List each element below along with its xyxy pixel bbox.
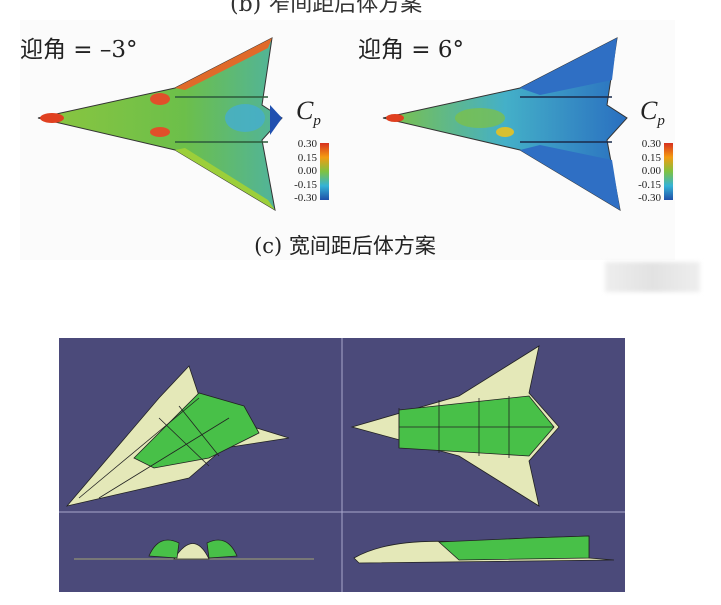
colorbar-left: [320, 143, 329, 200]
aircraft-contour-aoa-neg3: [37, 37, 283, 211]
figure-caption: (c) 宽间距后体方案: [254, 234, 436, 258]
cp-label-left: Cp: [296, 96, 321, 130]
tick: 0.00: [297, 165, 317, 177]
tick: -0.30: [294, 192, 317, 204]
cp-label-right: Cp: [640, 96, 665, 130]
cp-symbol: C: [640, 96, 658, 125]
blurred-watermark: [605, 262, 700, 292]
previous-subfigure-caption: (b) 窄间距后体方案: [230, 0, 423, 17]
front-view: [74, 539, 314, 560]
cp-symbol: C: [296, 96, 314, 125]
aircraft-contour-aoa-6: [382, 37, 628, 211]
colorbar-ticks-right: 0.30 0.15 0.00 -0.15 -0.30: [631, 138, 661, 206]
cp-subscript: p: [657, 113, 665, 130]
tick: 0.15: [297, 151, 317, 164]
tick: -0.15: [294, 178, 317, 191]
colorbar-ticks-left: 0.30 0.15 0.00 -0.15 -0.30: [287, 138, 317, 206]
tick: 0.30: [297, 138, 317, 150]
top-view: [350, 345, 560, 507]
side-view: [353, 535, 615, 564]
aoa-label-left: 迎角 = –3°: [20, 37, 138, 63]
colorbar-right: [664, 143, 673, 200]
pressure-contour-plots: [37, 37, 673, 211]
tick: 0.00: [641, 165, 661, 177]
cad-model-views: [59, 338, 625, 592]
cad-drawing: [59, 338, 625, 592]
tick: -0.30: [638, 192, 661, 204]
tick: 0.30: [641, 138, 661, 150]
aoa-label-right: 迎角 = 6°: [358, 37, 465, 63]
isometric-view: [65, 365, 290, 507]
tick: -0.15: [638, 178, 661, 191]
tick: 0.15: [641, 151, 661, 164]
cp-subscript: p: [313, 113, 321, 130]
